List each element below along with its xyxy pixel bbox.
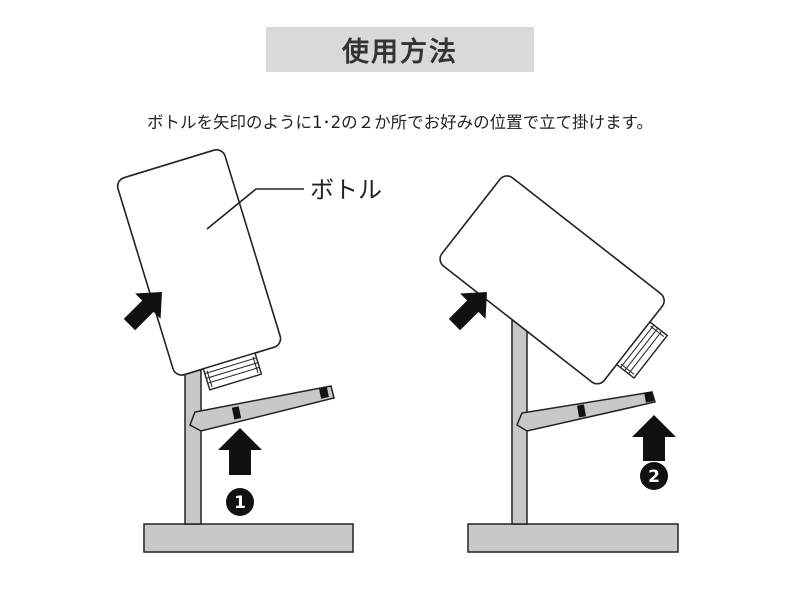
arm-marker-left — [231, 406, 242, 420]
position-2-badge: 2 — [640, 462, 668, 490]
stand-arm-right — [516, 391, 656, 432]
arm-marker-right — [577, 404, 586, 418]
bottle-right — [439, 175, 669, 385]
arrow-diagonal-right — [448, 292, 487, 331]
title-bar: 使用方法 — [266, 27, 534, 72]
page-title: 使用方法 — [342, 37, 458, 68]
position-1-badge: 1 — [226, 488, 254, 516]
position-2-number: 2 — [648, 467, 660, 487]
arrow-diagonal-left — [123, 292, 162, 331]
stand-base-right — [467, 523, 679, 553]
bottle-body-left — [116, 149, 282, 376]
position-1-number: 1 — [234, 493, 246, 513]
arm-end-cap-left — [319, 387, 329, 399]
stand-arm-left — [189, 385, 335, 432]
stand-right — [467, 271, 679, 553]
arrow-up-position-2 — [632, 415, 676, 461]
stand-base-left — [143, 523, 354, 553]
bottle-label: ボトル — [310, 176, 382, 204]
bottle-cap-left — [202, 352, 263, 391]
arrow-up-position-1 — [218, 428, 262, 475]
instruction-text: ボトルを矢印のように1･2の２か所でお好みの位置で立て掛けます。 — [146, 113, 654, 132]
bottle-left — [116, 149, 282, 391]
bottle-callout-line — [206, 188, 304, 230]
arm-end-cap-right — [644, 391, 654, 403]
